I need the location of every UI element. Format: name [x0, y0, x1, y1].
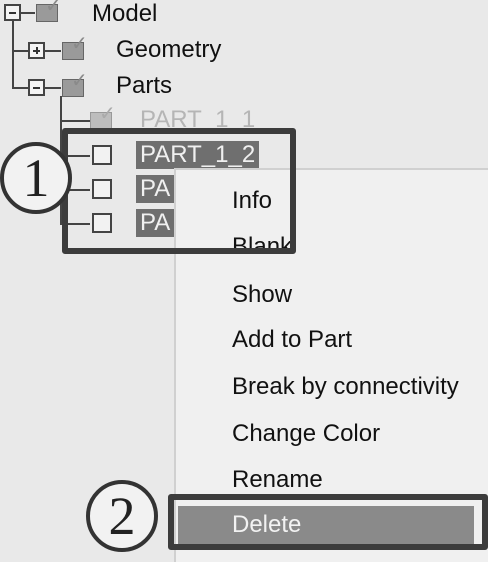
callout-frame-delete [168, 494, 488, 550]
tree-node-part-1-2[interactable]: PART_1_2 [136, 141, 260, 169]
model-checkbox[interactable]: ✓ [36, 0, 62, 22]
part-1-1-checkbox[interactable]: ✓ [90, 103, 116, 130]
tree-node-model[interactable]: Model [92, 0, 158, 27]
menu-item-change-color[interactable]: Change Color [232, 420, 381, 447]
tree-node-parts[interactable]: Parts [116, 72, 173, 99]
checkmark-icon: ✓ [71, 31, 88, 55]
menu-item-rename[interactable]: Rename [232, 466, 323, 493]
checkmark-icon: ✓ [45, 0, 62, 17]
collapse-model-button[interactable] [4, 4, 21, 21]
menu-item-show[interactable]: Show [232, 281, 293, 308]
expand-geometry-button[interactable] [28, 42, 45, 59]
menu-item-info[interactable]: Info [232, 187, 273, 214]
menu-item-delete[interactable]: Delete [178, 506, 474, 544]
menu-item-add-to-part[interactable]: Add to Part [232, 326, 353, 353]
tree-node-geometry[interactable]: Geometry [116, 36, 222, 63]
callout-number-2: 2 [86, 480, 158, 552]
parts-checkbox[interactable]: ✓ [62, 70, 88, 97]
checkmark-icon: ✓ [99, 101, 116, 125]
menu-item-break-by-connectivity[interactable]: Break by connectivity [232, 373, 459, 400]
menu-item-blank[interactable]: Blank [232, 233, 293, 248]
callout-number-1: 1 [0, 142, 72, 214]
part-1-3-checkbox[interactable] [92, 179, 112, 199]
tree-node-part-1-3[interactable]: PA [136, 175, 180, 203]
geometry-checkbox[interactable]: ✓ [62, 33, 88, 60]
part-1-2-checkbox[interactable] [92, 145, 112, 165]
callout-frame-selection [62, 128, 296, 254]
part-1-4-checkbox[interactable] [92, 213, 112, 233]
collapse-parts-button[interactable] [28, 79, 45, 96]
tree-node-part-1-4[interactable]: PA [136, 209, 180, 237]
checkmark-icon: ✓ [71, 68, 88, 92]
